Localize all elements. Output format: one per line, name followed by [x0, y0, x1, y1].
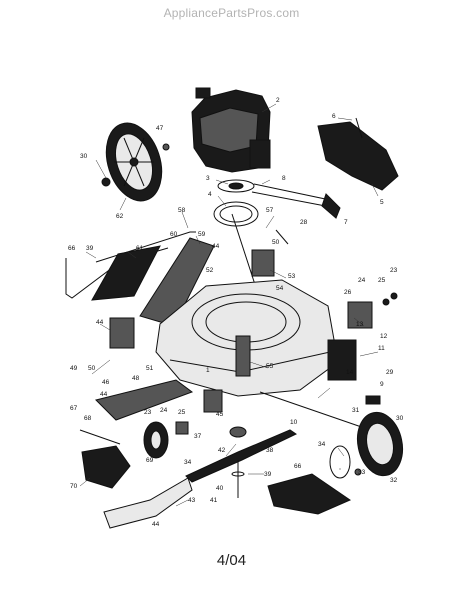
- watermark-text: AppliancePartsPros.com: [163, 6, 300, 20]
- rear-wheel-part: [101, 122, 170, 202]
- callout-label: 44: [212, 243, 220, 250]
- callout-label: 7: [344, 219, 348, 226]
- callout-label: 40: [216, 485, 224, 492]
- callout-label: 29: [386, 369, 394, 376]
- callout-label: 44: [100, 391, 108, 398]
- callout-label: 46: [102, 379, 110, 386]
- callout-label: 26: [344, 289, 352, 296]
- left-wheel-part: [79, 379, 194, 459]
- callout-label: 49: [70, 365, 78, 372]
- callout-label: 62: [116, 213, 124, 220]
- shroud-part: [317, 117, 399, 191]
- callout-label: 58: [178, 207, 186, 214]
- callout-label: 39: [86, 245, 94, 252]
- callout-label: 13: [356, 321, 364, 328]
- callout-label: 45: [216, 411, 224, 418]
- callout-label: 50: [272, 239, 280, 246]
- callout-label: 60: [170, 231, 178, 238]
- callout-label: 51: [146, 365, 154, 372]
- callout-label: 54: [276, 285, 284, 292]
- callout-label: 23: [390, 267, 398, 274]
- callout-label: 33: [358, 469, 366, 476]
- callout-label: 53: [288, 273, 296, 280]
- callout-label: 30: [80, 153, 88, 160]
- callout-label: 34: [318, 441, 326, 448]
- callout-label: 6: [332, 113, 336, 120]
- callout-label: 10: [290, 419, 298, 426]
- engine-part: [191, 87, 271, 173]
- mulch-plug-part: [81, 445, 352, 529]
- callout-label: 61: [136, 245, 144, 252]
- page-code: 4/04: [216, 552, 247, 569]
- callout-label: 4: [208, 191, 212, 198]
- callout-label: 55: [266, 363, 274, 370]
- callout-label: 43: [188, 497, 196, 504]
- callout-label: 12: [380, 333, 388, 340]
- callout-label: 30: [396, 415, 404, 422]
- callout-label: 14: [346, 369, 354, 376]
- callout-label: 50: [88, 365, 96, 372]
- callout-label: 66: [294, 463, 302, 470]
- callout-label: 5: [380, 199, 384, 206]
- callout-label: 8: [282, 175, 286, 182]
- callout-label: 24: [358, 277, 366, 284]
- leader-lines: [79, 103, 379, 507]
- callout-label: 42: [218, 447, 226, 454]
- callout-label: 24: [160, 407, 168, 414]
- callout-label: 68: [84, 415, 92, 422]
- callout-label: 70: [70, 483, 78, 490]
- callout-label: 34: [184, 459, 192, 466]
- callout-label: 44: [152, 521, 160, 528]
- callout-label: 3: [206, 175, 210, 182]
- callout-label: 59: [198, 231, 206, 238]
- callout-label: 25: [378, 277, 386, 284]
- callout-label: 44: [96, 319, 104, 326]
- pulley-belt-part: [213, 179, 341, 227]
- callout-labels: 2 6 47 30 3 8 4 5 7 62 58 57 28 60 59 44…: [68, 97, 404, 528]
- callout-label: 31: [352, 407, 360, 414]
- callout-label: 38: [266, 447, 274, 454]
- callout-label: 28: [300, 219, 308, 226]
- callout-label: 1: [206, 367, 210, 374]
- callout-label: 23: [144, 409, 152, 416]
- callout-label: 57: [266, 207, 274, 214]
- callout-label: 47: [156, 125, 164, 132]
- front-wheel-part: [259, 339, 404, 479]
- callout-label: 37: [194, 433, 202, 440]
- mower-deck-part: [155, 279, 339, 397]
- callout-label: 41: [210, 497, 218, 504]
- height-adjuster-part: [109, 249, 398, 413]
- callout-label: 52: [206, 267, 214, 274]
- callout-label: 66: [68, 245, 76, 252]
- callout-label: 48: [132, 375, 140, 382]
- callout-label: 67: [70, 405, 78, 412]
- callout-label: 11: [378, 345, 385, 352]
- callout-label: 2: [276, 97, 280, 104]
- callout-label: 32: [390, 477, 398, 484]
- callout-label: 69: [146, 457, 154, 464]
- callout-label: 39: [264, 471, 272, 478]
- blade-part: [185, 426, 298, 498]
- callout-label: 9: [380, 381, 384, 388]
- callout-label: 25: [178, 409, 186, 416]
